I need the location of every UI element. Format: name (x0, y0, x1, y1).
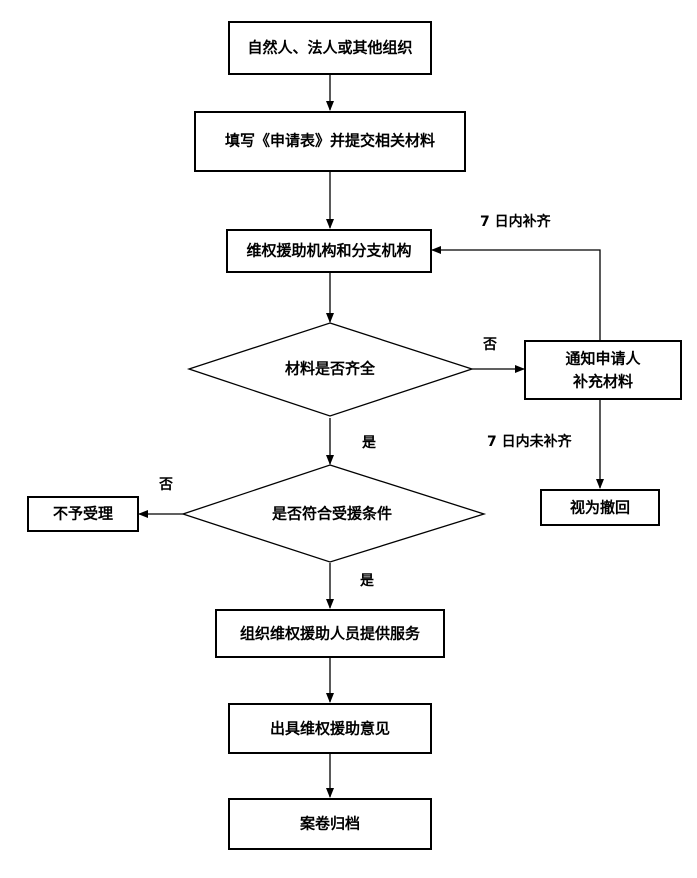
decision-materials-complete-label: 材料是否齐全 (285, 360, 376, 378)
label-not-resubmitted-7-days: 7 日内未补齐 (487, 433, 573, 450)
label-resubmit-within-7-days: 7 日内补齐 (480, 213, 552, 230)
node-organize-staff-label: 组织维权援助人员提供服务 (240, 625, 421, 643)
node-archive: 案卷归档 (228, 798, 432, 850)
node-not-accepted-label: 不予受理 (53, 505, 113, 523)
node-organize-staff: 组织维权援助人员提供服务 (215, 609, 445, 658)
node-fill-form-label: 填写《申请表》并提交相关材料 (225, 132, 435, 150)
node-agency: 维权援助机构和分支机构 (226, 229, 432, 273)
node-notify-line1: 通知申请人 (565, 350, 641, 368)
node-notify-line2: 补充材料 (572, 373, 633, 391)
node-applicant-label: 自然人、法人或其他组织 (247, 39, 412, 57)
node-applicant: 自然人、法人或其他组织 (228, 21, 432, 75)
label-materials-incomplete-no: 否 (482, 337, 497, 353)
node-deemed-withdrawn: 视为撤回 (540, 489, 660, 526)
node-deemed-withdrawn-label: 视为撤回 (570, 499, 630, 517)
label-materials-complete-yes: 是 (362, 435, 377, 451)
node-archive-label: 案卷归档 (299, 815, 360, 833)
node-notify-applicant: 通知申请人 补充材料 (524, 340, 682, 400)
decision-meets-conditions: 是否符合受援条件 (180, 464, 487, 563)
decision-meets-conditions-label: 是否符合受援条件 (271, 505, 392, 523)
node-fill-form: 填写《申请表》并提交相关材料 (194, 111, 466, 172)
label-conditions-no: 否 (158, 477, 173, 493)
node-agency-label: 维权援助机构和分支机构 (246, 242, 411, 260)
label-conditions-yes: 是 (360, 573, 375, 589)
edge-notify-resubmit-to-agency (431, 246, 601, 340)
node-issue-opinion-label: 出具维权援助意见 (270, 720, 390, 738)
node-not-accepted: 不予受理 (27, 496, 139, 532)
node-issue-opinion: 出具维权援助意见 (228, 703, 432, 754)
decision-materials-complete: 材料是否齐全 (186, 322, 475, 417)
